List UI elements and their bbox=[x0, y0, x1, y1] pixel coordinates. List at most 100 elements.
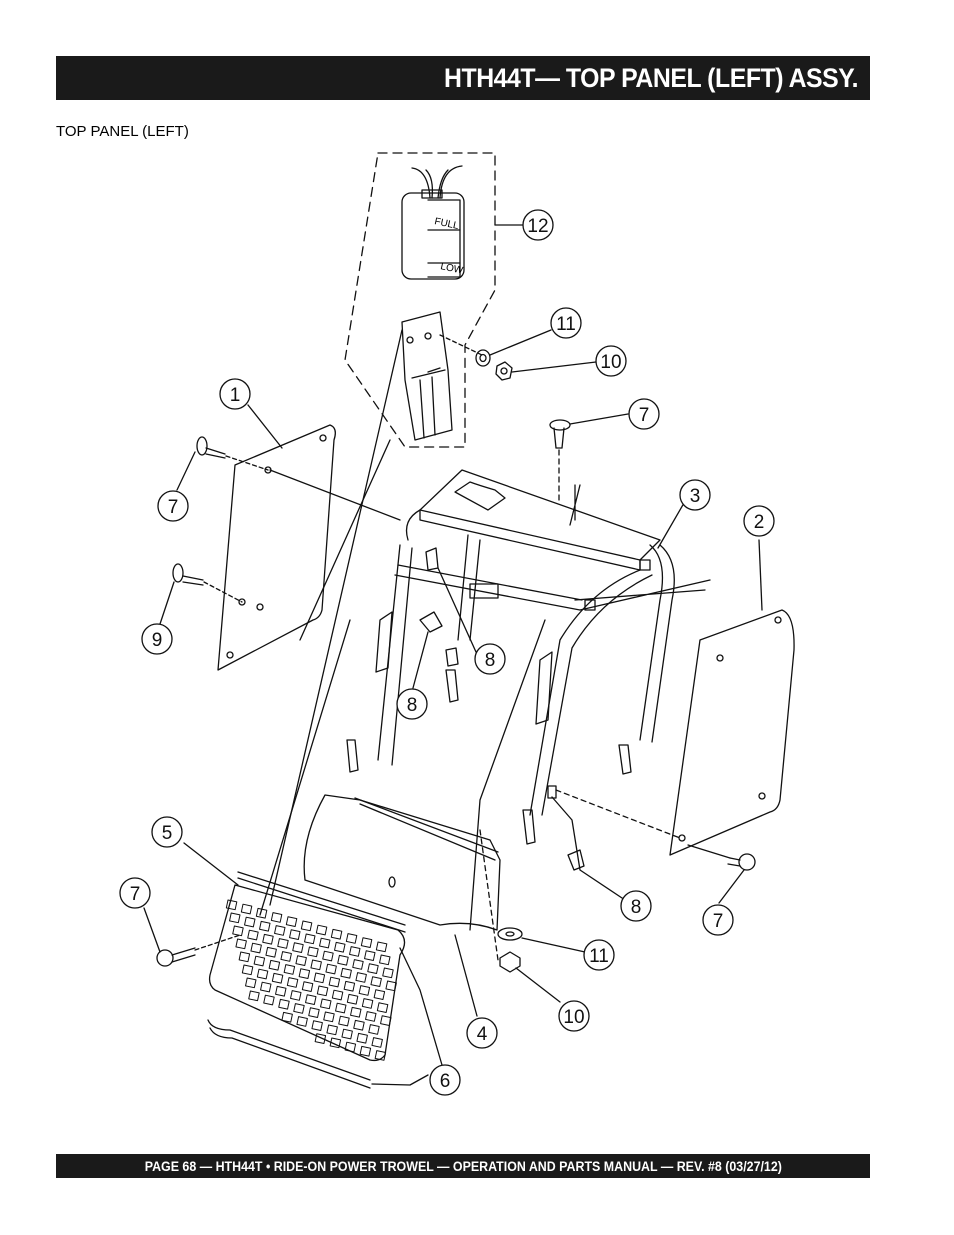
grille-hole bbox=[368, 1024, 380, 1035]
section-label: TOP PANEL (LEFT) bbox=[56, 123, 189, 140]
grille-hole bbox=[268, 959, 281, 971]
grille-hole bbox=[380, 1015, 392, 1026]
grille-hole bbox=[341, 1028, 353, 1040]
grille-hole bbox=[262, 933, 274, 945]
grille-hole bbox=[277, 938, 289, 949]
callout-circle bbox=[119, 877, 151, 909]
callout-circle bbox=[396, 688, 428, 720]
grille-hole bbox=[330, 928, 343, 940]
callout-number: 8 bbox=[407, 695, 418, 716]
grille-hole bbox=[289, 929, 301, 940]
front-cover bbox=[303, 794, 501, 931]
grille-hole bbox=[298, 968, 311, 979]
callout-number: 3 bbox=[690, 486, 701, 507]
grille-hole bbox=[274, 925, 286, 936]
grille-hole bbox=[329, 1037, 342, 1049]
callout-circle bbox=[583, 939, 615, 971]
grille-hole bbox=[374, 1050, 387, 1061]
callout-number: 5 bbox=[162, 823, 173, 844]
grille-hole bbox=[334, 941, 346, 953]
grille-hole bbox=[376, 1002, 389, 1013]
grille-hole bbox=[352, 959, 364, 970]
callout-number: 8 bbox=[485, 650, 496, 671]
footer-text: PAGE 68 — HTH44T • RIDE-ON POWER TROWEL … bbox=[144, 1158, 782, 1174]
grille-hole bbox=[290, 990, 302, 1001]
grille-hole bbox=[343, 980, 356, 992]
callout-c8b: 8 bbox=[396, 688, 428, 720]
grille-hole bbox=[307, 946, 319, 958]
callout-c10a: 10 bbox=[595, 345, 627, 377]
callout-number: 7 bbox=[168, 497, 179, 518]
callout-c12: 12 bbox=[522, 209, 554, 241]
reservoir-bracket bbox=[401, 311, 453, 441]
grille-hole bbox=[286, 977, 299, 988]
callout-c9: 9 bbox=[141, 623, 173, 655]
grille-hole bbox=[355, 972, 367, 983]
grille-hole bbox=[265, 946, 277, 958]
grille-hole bbox=[313, 972, 326, 984]
callout-number: 1 bbox=[230, 385, 241, 406]
callout-number: 9 bbox=[152, 630, 163, 651]
grille-hole bbox=[345, 933, 358, 944]
callout-c5: 5 bbox=[151, 816, 183, 848]
grille-hole bbox=[340, 967, 352, 979]
callout-circle bbox=[743, 505, 775, 537]
grille-hole bbox=[256, 968, 269, 980]
grille-hole bbox=[328, 976, 341, 988]
callout-c8c: 8 bbox=[620, 890, 652, 922]
grille-hole bbox=[331, 989, 344, 1001]
grille-hole bbox=[367, 963, 379, 974]
callout-c7b: 7 bbox=[157, 490, 189, 522]
grille-hole bbox=[229, 912, 241, 924]
grille-hole bbox=[304, 933, 316, 945]
callout-number: 10 bbox=[600, 352, 621, 373]
grille-hole bbox=[293, 1003, 305, 1014]
callout-c8a: 8 bbox=[474, 643, 506, 675]
callout-circle bbox=[219, 378, 251, 410]
grille-hole bbox=[373, 989, 386, 1000]
grille-hole bbox=[296, 1016, 308, 1027]
grille-hole bbox=[283, 964, 296, 975]
grille-hole bbox=[323, 1011, 335, 1023]
grille-hole bbox=[365, 1011, 377, 1022]
grille-hole bbox=[308, 1007, 320, 1018]
page-footer: PAGE 68 — HTH44T • RIDE-ON POWER TROWEL … bbox=[56, 1154, 870, 1178]
callout-circle bbox=[620, 890, 652, 922]
callout-number: 10 bbox=[563, 1007, 584, 1028]
callout-number: 7 bbox=[713, 911, 724, 932]
page-title: HTH44T— TOP PANEL (LEFT) ASSY. bbox=[443, 62, 859, 93]
grille-hole bbox=[275, 985, 287, 997]
grille-hole bbox=[375, 941, 388, 953]
grille-hole bbox=[358, 985, 371, 996]
callout-number: 7 bbox=[130, 884, 141, 905]
grille-hole bbox=[305, 994, 317, 1005]
grille-hole bbox=[259, 920, 271, 932]
callout-c4: 4 bbox=[466, 1017, 498, 1049]
grille-hole bbox=[232, 925, 244, 937]
grille-hole bbox=[238, 951, 251, 963]
callout-number: 6 bbox=[440, 1071, 451, 1092]
grille-hole bbox=[315, 924, 328, 936]
grille-hole bbox=[350, 1006, 362, 1018]
callout-circle bbox=[522, 209, 554, 241]
grille-hole bbox=[281, 1011, 293, 1023]
page-title-bar: HTH44T— TOP PANEL (LEFT) ASSY. bbox=[56, 56, 870, 100]
coolant-reservoir bbox=[401, 192, 465, 280]
callout-circle bbox=[679, 479, 711, 511]
callout-number: 11 bbox=[589, 946, 609, 967]
grille-hole bbox=[360, 937, 373, 948]
grille-hole bbox=[253, 955, 266, 967]
grille-hole bbox=[382, 967, 394, 979]
grille-hole bbox=[270, 912, 283, 923]
grille-hole bbox=[292, 942, 304, 953]
grille-hole bbox=[300, 920, 313, 932]
grille-hole bbox=[311, 1020, 323, 1031]
callout-c7c: 7 bbox=[119, 877, 151, 909]
callout-circle bbox=[550, 307, 582, 339]
grille-hole bbox=[285, 916, 298, 927]
grille-hole bbox=[319, 937, 331, 949]
grille-hole bbox=[356, 1032, 368, 1044]
callout-circle bbox=[595, 345, 627, 377]
reservoir-hoses bbox=[411, 165, 463, 199]
